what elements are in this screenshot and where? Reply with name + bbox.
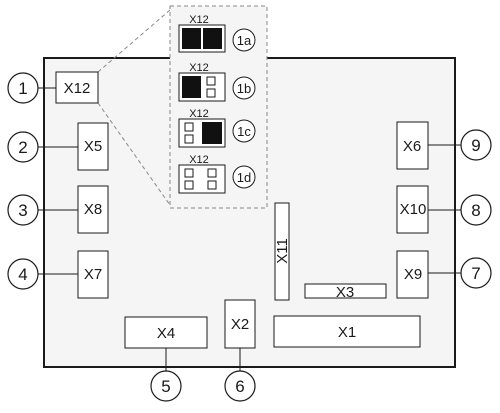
jumper-1d-callout: 1d — [237, 170, 251, 185]
callout-4: 4 — [8, 259, 38, 289]
jumper-1b-pin-bottom — [207, 89, 215, 97]
jumper-1b-label: X12 — [189, 62, 209, 74]
connector-x9-label: X9 — [404, 266, 422, 283]
connector-x2-label: X2 — [231, 316, 249, 333]
jumper-1d-label: X12 — [189, 154, 209, 166]
callout-1: 1 — [8, 73, 38, 103]
connector-x7-label: X7 — [84, 266, 102, 283]
callout-3-text: 3 — [18, 201, 27, 220]
jumper-1d-pin-1 — [185, 169, 193, 177]
callout-1-text: 1 — [18, 79, 27, 98]
callout-2: 2 — [8, 132, 38, 162]
callout-2-text: 2 — [18, 138, 27, 157]
jumper-1d-pin-2 — [185, 181, 193, 189]
callout-9-text: 9 — [471, 136, 480, 155]
jumper-1a-pin-right — [203, 28, 222, 49]
jumper-1c-pin-top — [185, 123, 193, 131]
callout-8: 8 — [461, 195, 491, 225]
jumper-1a-label: X12 — [189, 14, 209, 26]
callout-6-text: 6 — [235, 377, 244, 396]
connector-x10-label: X10 — [400, 201, 427, 218]
callout-5: 5 — [151, 371, 181, 401]
connector-x12-label: X12 — [64, 80, 91, 97]
jumper-1a-callout: 1a — [237, 33, 252, 48]
callout-9: 9 — [461, 130, 491, 160]
connector-x5-label: X5 — [84, 138, 102, 155]
jumper-1b-pin-left — [182, 76, 201, 98]
jumper-1b-callout: 1b — [237, 81, 251, 96]
connector-x6-label: X6 — [403, 138, 421, 155]
jumper-1c-pin-right — [202, 122, 222, 144]
callout-5-text: 5 — [161, 377, 170, 396]
connector-x3-label: X3 — [336, 284, 354, 301]
connector-x11-label: X11 — [274, 238, 291, 264]
jumper-1d-pin-3 — [208, 169, 216, 177]
callout-6: 6 — [225, 371, 255, 401]
connector-x8-label: X8 — [84, 201, 102, 218]
callout-7-text: 7 — [471, 264, 480, 283]
jumper-1a-pin-left — [182, 28, 201, 49]
jumper-1c-callout: 1c — [237, 124, 251, 139]
callout-3: 3 — [8, 195, 38, 225]
jumper-1c-pin-bottom — [185, 135, 193, 143]
jumper-1d-pin-4 — [208, 181, 216, 189]
jumper-1b-pin-top — [207, 77, 215, 85]
connector-x4-label: X4 — [157, 325, 175, 342]
connector-x1-label: X1 — [338, 324, 356, 341]
callout-4-text: 4 — [18, 265, 27, 284]
jumper-1c-label: X12 — [189, 108, 209, 120]
callout-8-text: 8 — [471, 201, 480, 220]
callout-7: 7 — [461, 258, 491, 288]
